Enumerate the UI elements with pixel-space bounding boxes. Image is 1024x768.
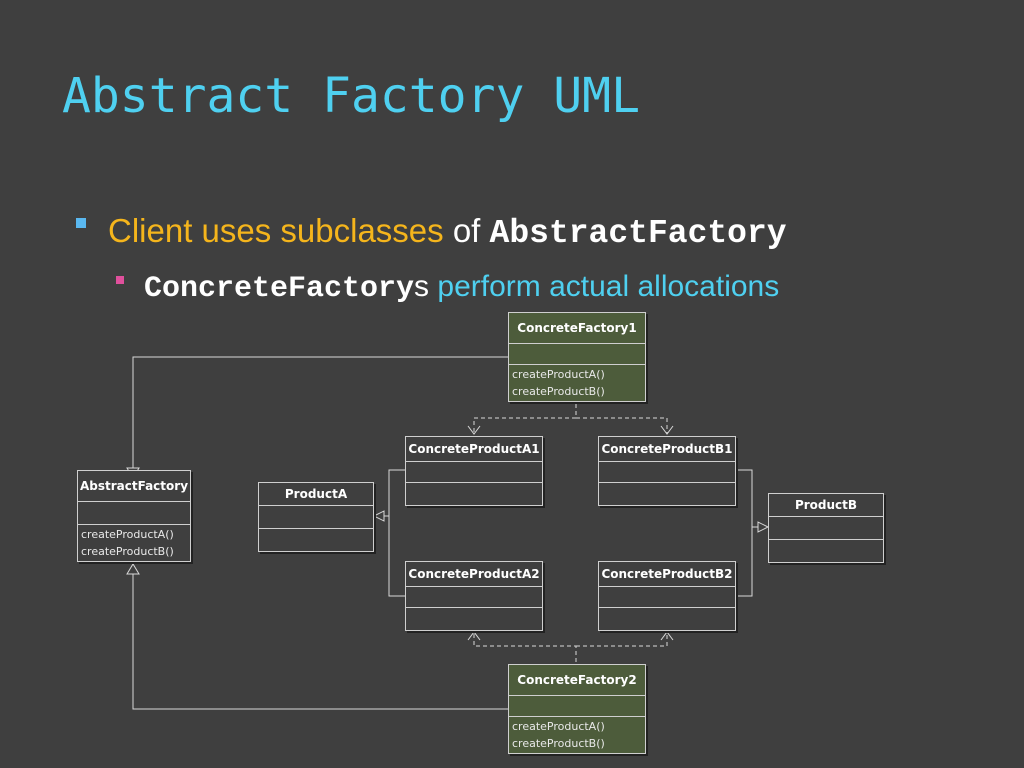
operation: createProductA() xyxy=(81,528,174,541)
operation: createProductB() xyxy=(512,385,605,398)
class-name: ConcreteProductA2 xyxy=(406,562,542,587)
class-operations: createProductA() createProductB() xyxy=(509,717,645,753)
slide-title: Abstract Factory UML xyxy=(62,68,640,124)
bullet-level1: Client uses subclasses of AbstractFactor… xyxy=(76,210,787,252)
class-operations: createProductA() createProductB() xyxy=(78,525,190,561)
bullet2-text-a: ConcreteFactory xyxy=(144,272,415,306)
cf1-to-a1-dependency xyxy=(473,404,577,434)
bullet1-text-b: of xyxy=(452,212,481,249)
concrete-product-b2-class[interactable]: ConcreteProductB2 xyxy=(598,561,736,631)
class-attributes xyxy=(406,462,542,483)
class-operations xyxy=(259,529,373,551)
arrowhead xyxy=(467,425,481,435)
arrowhead xyxy=(372,510,385,522)
class-operations xyxy=(769,540,883,562)
concrete-product-a1-class[interactable]: ConcreteProductA1 xyxy=(405,436,543,506)
product-a-class[interactable]: ProductA xyxy=(258,482,374,552)
arrowhead xyxy=(467,631,481,641)
bullet-square-icon xyxy=(76,218,86,229)
productA-inheritance-line xyxy=(388,469,405,597)
bullet1-text-c: AbstractFactory xyxy=(489,215,787,252)
arrowhead xyxy=(126,563,140,575)
operation: createProductA() xyxy=(512,368,605,381)
class-operations xyxy=(599,483,735,505)
bullet-square-icon xyxy=(116,276,124,285)
class-operations xyxy=(406,483,542,505)
class-name: ProductA xyxy=(259,483,373,506)
arrowhead xyxy=(757,521,770,533)
class-operations xyxy=(406,608,542,630)
class-name: AbstractFactory xyxy=(78,471,190,502)
concrete-factory1-class[interactable]: ConcreteFactory1 createProductA() create… xyxy=(508,312,646,402)
bullet1-text-a: Client uses subclasses xyxy=(108,212,444,249)
productB-inheritance-line xyxy=(737,469,753,597)
class-name: ConcreteFactory1 xyxy=(509,313,645,344)
class-attributes xyxy=(78,502,190,525)
class-name: ConcreteFactory2 xyxy=(509,665,645,696)
concrete-factory2-class[interactable]: ConcreteFactory2 createProductA() create… xyxy=(508,664,646,754)
operation: createProductB() xyxy=(512,737,605,750)
concrete-product-a2-class[interactable]: ConcreteProductA2 xyxy=(405,561,543,631)
class-name: ConcreteProductA1 xyxy=(406,437,542,462)
bullet2-text-c: perform actual allocations xyxy=(437,270,780,303)
class-attributes xyxy=(769,517,883,540)
concrete-product-b1-class[interactable]: ConcreteProductB1 xyxy=(598,436,736,506)
arrowhead xyxy=(660,631,674,641)
class-attributes xyxy=(599,462,735,483)
class-attributes xyxy=(599,587,735,608)
bullet-level2: ConcreteFactorys perform actual allocati… xyxy=(116,268,779,306)
class-attributes xyxy=(406,587,542,608)
operation: createProductB() xyxy=(81,545,174,558)
cf2-to-abstractfactory-line xyxy=(132,564,508,710)
class-attributes xyxy=(509,696,645,717)
operation: createProductA() xyxy=(512,720,605,733)
class-attributes xyxy=(259,506,373,529)
bullet2-text-b: s xyxy=(414,270,430,303)
cf1-to-abstractfactory-line xyxy=(132,356,508,468)
abstract-factory-class[interactable]: AbstractFactory createProductA() createP… xyxy=(77,470,191,562)
cf2-to-a2-dependency xyxy=(473,632,577,662)
arrowhead xyxy=(660,425,674,435)
cf1-to-b1-dependency xyxy=(576,417,668,434)
cf2-to-b2-dependency xyxy=(576,632,668,647)
class-attributes xyxy=(509,344,645,365)
class-name: ConcreteProductB1 xyxy=(599,437,735,462)
product-b-class[interactable]: ProductB xyxy=(768,493,884,563)
class-name: ConcreteProductB2 xyxy=(599,562,735,587)
class-operations xyxy=(599,608,735,630)
class-operations: createProductA() createProductB() xyxy=(509,365,645,401)
class-name: ProductB xyxy=(769,494,883,517)
